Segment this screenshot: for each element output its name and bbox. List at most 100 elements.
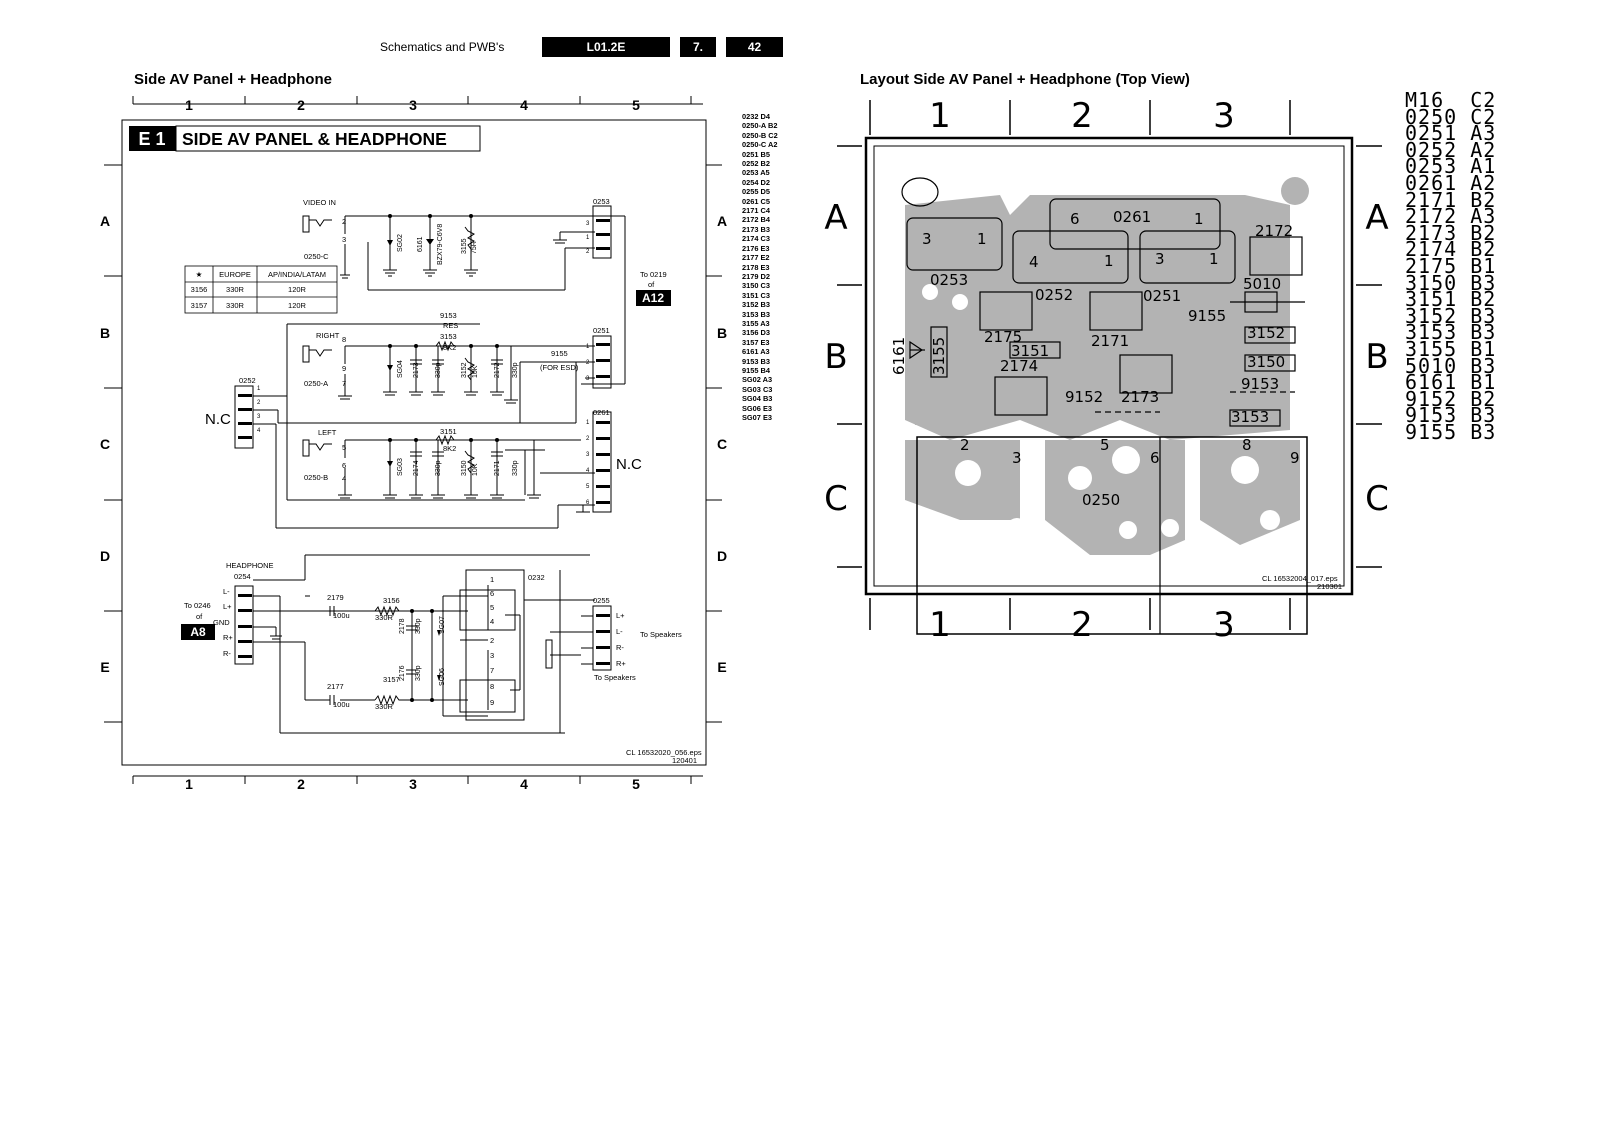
svg-text:2173: 2173 (413, 362, 420, 378)
svg-text:2172: 2172 (494, 362, 501, 378)
svg-text:330p: 330p (415, 618, 422, 634)
svg-text:L+: L+ (223, 602, 232, 611)
svg-text:R+: R+ (223, 633, 233, 642)
svg-text:3155: 3155 (930, 337, 948, 375)
svg-text:3156: 3156 (383, 596, 400, 605)
svg-text:0253: 0253 (593, 197, 610, 206)
row-label: D (717, 548, 727, 564)
layout-ref-item: 3150 B3 (1405, 270, 1497, 295)
svg-text:R-: R- (616, 643, 624, 652)
svg-text:3: 3 (257, 414, 261, 420)
ref-item: 9153 B3 (742, 356, 770, 366)
ref-item: 0250-C A2 (742, 140, 778, 150)
svg-text:2177: 2177 (327, 682, 344, 691)
svg-text:4: 4 (342, 474, 346, 483)
ref-item: 0250-A B2 (742, 121, 778, 131)
svg-text:9153: 9153 (1241, 375, 1279, 393)
svg-text:9155: 9155 (1188, 307, 1226, 325)
svg-text:1: 1 (586, 420, 590, 426)
svg-text:0250: 0250 (1082, 491, 1120, 509)
col-label: 5 (632, 776, 640, 792)
ref-item: 0253 A5 (742, 168, 770, 178)
layout-ref-list: M16 C2 0250 C2 0251 A3 0252 A2 0253 A1 0… (1405, 90, 1497, 441)
svg-text:0232: 0232 (528, 573, 545, 582)
svg-text:2: 2 (586, 436, 590, 442)
svg-text:0251: 0251 (593, 326, 610, 335)
col-label: 1 (185, 97, 193, 113)
svg-text:10K: 10K (472, 463, 479, 476)
schematic-ref-list: 0232 D4 0250-A B2 0250-B C2 0250-C A2 02… (742, 112, 778, 422)
to-0219-label: To 0219 (640, 270, 667, 279)
layout-row-label: A (824, 198, 847, 238)
svg-text:2172: 2172 (1255, 222, 1293, 240)
ref-item: 3153 B3 (742, 309, 770, 319)
ref-item: 6161 A3 (742, 347, 770, 357)
svg-text:GND: GND (213, 618, 230, 627)
row-label: C (100, 436, 110, 452)
svg-text:0261: 0261 (593, 408, 610, 417)
svg-text:0251: 0251 (1143, 287, 1181, 305)
col-label: 5 (632, 97, 640, 113)
svg-text:3155: 3155 (461, 238, 468, 254)
svg-text:1: 1 (490, 575, 494, 584)
svg-text:330R: 330R (375, 702, 394, 711)
svg-text:2175: 2175 (984, 328, 1022, 346)
ref-item: 9155 B4 (742, 365, 770, 375)
row-label: B (717, 325, 727, 341)
row-label: B (100, 325, 110, 341)
row-label: A (717, 213, 727, 229)
svg-text:1: 1 (1104, 252, 1114, 270)
svg-text:3157: 3157 (383, 675, 400, 684)
svg-text:3152: 3152 (461, 362, 468, 378)
svg-text:L-: L- (616, 627, 623, 636)
svg-text:0255: 0255 (593, 596, 610, 605)
nc-label: N.C (205, 411, 231, 428)
svg-text:3151: 3151 (440, 427, 457, 436)
svg-text:3153: 3153 (440, 332, 457, 341)
svg-text:3152: 3152 (1247, 324, 1285, 342)
layout-row-label: C (1365, 479, 1389, 519)
layout-ref-item: 3153 B3 (1405, 320, 1497, 345)
svg-text:330p: 330p (512, 460, 519, 476)
svg-text:3: 3 (342, 235, 346, 244)
svg-text:6: 6 (1150, 449, 1160, 467)
svg-text:SG02: SG02 (397, 234, 404, 252)
svg-text:0252: 0252 (239, 376, 256, 385)
page-number-badge: 42 (726, 37, 783, 57)
svg-text:1: 1 (257, 386, 261, 392)
ref-item: 2178 E3 (742, 262, 770, 272)
svg-text:R-: R- (223, 649, 231, 658)
table-header: AP/INDIA/LATAM (268, 270, 326, 279)
ref-item: SG02 A3 (742, 375, 773, 385)
ref-item: 3150 C3 (742, 281, 770, 291)
svg-text:2: 2 (586, 360, 590, 366)
layout-date-label: 210301 (1317, 582, 1342, 591)
table-cell: 330R (226, 301, 245, 310)
svg-text:2178: 2178 (399, 618, 406, 634)
ref-item: 2174 C3 (742, 234, 770, 244)
svg-text:8: 8 (1242, 436, 1252, 454)
svg-text:1: 1 (586, 344, 590, 350)
a8-sheet-ref: A8 (190, 625, 206, 639)
left-label: LEFT (318, 428, 337, 437)
layout-ref-item: 3152 B3 (1405, 303, 1497, 328)
schematic-section-title: Side AV Panel + Headphone (134, 71, 332, 88)
svg-text:7: 7 (490, 666, 494, 675)
row-label: A (100, 213, 110, 229)
svg-text:9: 9 (1290, 449, 1300, 467)
svg-text:0261: 0261 (1113, 208, 1151, 226)
svg-text:3: 3 (586, 221, 590, 227)
a12-sheet-ref: A12 (642, 291, 664, 305)
layout-col-label: 1 (929, 605, 951, 645)
svg-text:4: 4 (586, 468, 590, 474)
svg-text:9152: 9152 (1065, 388, 1103, 406)
col-label: 4 (520, 97, 528, 113)
table-header: ★ (196, 270, 203, 279)
layout-ref-item: 5010 B3 (1405, 353, 1497, 378)
ref-item: 0261 C5 (742, 196, 770, 206)
svg-text:8: 8 (342, 335, 346, 344)
layout-ref-item: 2173 B2 (1405, 220, 1497, 245)
svg-text:4: 4 (257, 428, 261, 434)
ref-item: 0254 D2 (742, 177, 770, 187)
